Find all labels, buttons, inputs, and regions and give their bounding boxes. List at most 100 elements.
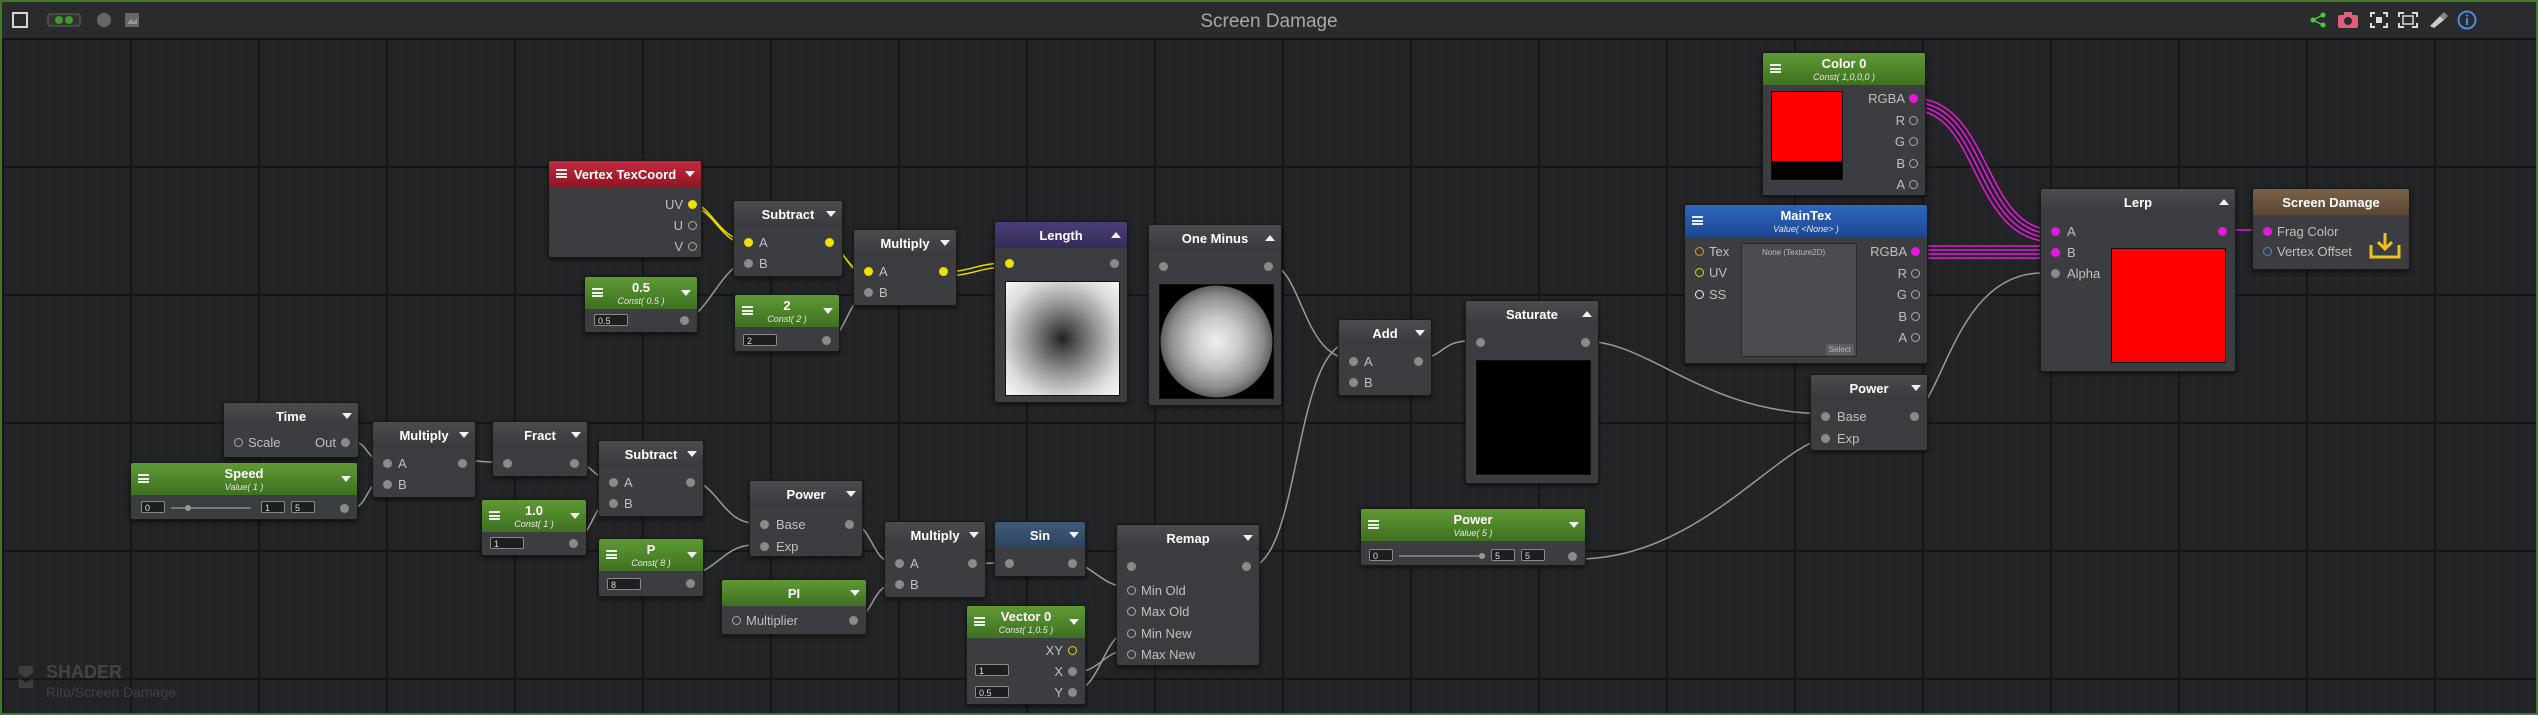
input-port-min-new[interactable] bbox=[1127, 629, 1136, 638]
input-port-a[interactable] bbox=[2051, 227, 2060, 236]
info-icon[interactable] bbox=[2456, 10, 2478, 30]
brush-icon[interactable] bbox=[2426, 10, 2450, 30]
output-port-g[interactable] bbox=[1909, 137, 1918, 146]
input-port-base[interactable] bbox=[1821, 412, 1830, 421]
input-port-scale[interactable] bbox=[234, 438, 243, 447]
output-port[interactable] bbox=[825, 238, 834, 247]
output-port-rgba[interactable] bbox=[1911, 247, 1920, 256]
output-port[interactable] bbox=[1910, 412, 1919, 421]
input-port[interactable] bbox=[1127, 562, 1136, 571]
output-port-r[interactable] bbox=[1911, 269, 1920, 278]
output-port[interactable] bbox=[1581, 338, 1590, 347]
node-header[interactable]: Saturate bbox=[1466, 301, 1598, 327]
output-port-x[interactable] bbox=[1068, 667, 1077, 676]
node-fract[interactable]: Fract bbox=[492, 421, 588, 477]
menu-icon[interactable] bbox=[1368, 520, 1379, 529]
output-port[interactable] bbox=[1568, 552, 1577, 561]
window-icon[interactable] bbox=[10, 10, 30, 30]
max-field[interactable]: 5 bbox=[291, 501, 315, 513]
chevron-down-icon[interactable] bbox=[826, 211, 836, 217]
input-port-base[interactable] bbox=[760, 520, 769, 529]
node-lerp[interactable]: Lerp A B Alpha bbox=[2040, 188, 2236, 372]
node-screen-damage-output[interactable]: Screen Damage Frag Color Vertex Offset bbox=[2252, 188, 2410, 270]
output-port-b[interactable] bbox=[1911, 312, 1920, 321]
node-sin[interactable]: Sin bbox=[994, 521, 1086, 577]
node-length[interactable]: Length bbox=[994, 221, 1128, 403]
value-field[interactable]: 8 bbox=[607, 578, 641, 590]
value-field[interactable]: 2 bbox=[743, 334, 777, 346]
input-port-exp[interactable] bbox=[1821, 434, 1830, 443]
output-port-v[interactable] bbox=[688, 242, 697, 251]
output-port[interactable] bbox=[686, 478, 695, 487]
input-port-b[interactable] bbox=[744, 259, 753, 268]
texture-slot[interactable]: None (Texture2D) Select bbox=[1741, 243, 1857, 357]
slider-handle[interactable] bbox=[185, 505, 191, 511]
menu-icon[interactable] bbox=[592, 288, 603, 297]
chevron-up-icon[interactable] bbox=[1265, 235, 1275, 241]
node-vertex-texcoord[interactable]: Vertex TexCoord UV U V bbox=[548, 160, 702, 258]
output-port[interactable] bbox=[968, 559, 977, 568]
output-port-rgba[interactable] bbox=[1909, 94, 1918, 103]
menu-icon[interactable] bbox=[1692, 216, 1703, 225]
input-port-max-old[interactable] bbox=[1127, 607, 1136, 616]
node-pi[interactable]: PI Multiplier bbox=[721, 579, 867, 635]
input-port-b[interactable] bbox=[609, 499, 618, 508]
output-port[interactable] bbox=[570, 459, 579, 468]
node-header[interactable]: Length bbox=[995, 222, 1127, 248]
node-header[interactable]: One Minus bbox=[1149, 225, 1281, 251]
chevron-down-icon[interactable] bbox=[687, 552, 697, 558]
output-port-g[interactable] bbox=[1911, 290, 1920, 299]
download-icon[interactable] bbox=[2369, 231, 2401, 259]
chevron-down-icon[interactable] bbox=[1415, 330, 1425, 336]
node-multiply-3[interactable]: Multiply A B bbox=[884, 521, 986, 598]
value-slider[interactable] bbox=[1399, 553, 1485, 559]
output-port-r[interactable] bbox=[1909, 116, 1918, 125]
x-field[interactable]: 1 bbox=[975, 664, 1009, 676]
chevron-down-icon[interactable] bbox=[459, 432, 469, 438]
chevron-down-icon[interactable] bbox=[846, 491, 856, 497]
node-header[interactable]: Sin bbox=[995, 522, 1085, 548]
node-multiply-1[interactable]: Multiply A B bbox=[853, 229, 957, 306]
chevron-down-icon[interactable] bbox=[1569, 522, 1579, 528]
node-header[interactable]: Lerp bbox=[2041, 189, 2235, 215]
output-port[interactable] bbox=[686, 579, 695, 588]
node-time[interactable]: Time Scale Out bbox=[223, 402, 359, 458]
output-port[interactable] bbox=[1264, 262, 1273, 271]
chevron-down-icon[interactable] bbox=[850, 590, 860, 596]
input-port-a[interactable] bbox=[744, 238, 753, 247]
node-subtract-1[interactable]: Subtract A B bbox=[733, 200, 843, 277]
node-header[interactable]: PI bbox=[722, 580, 866, 606]
node-subtract-2[interactable]: Subtract A B bbox=[598, 440, 704, 517]
output-port[interactable] bbox=[2218, 227, 2227, 236]
chevron-down-icon[interactable] bbox=[969, 532, 979, 538]
node-power-2[interactable]: Power Base Exp bbox=[1810, 374, 1928, 451]
node-multiply-2[interactable]: Multiply A B bbox=[372, 421, 476, 498]
min-field[interactable]: 0 bbox=[1369, 549, 1393, 561]
menu-icon[interactable] bbox=[742, 306, 753, 315]
y-field[interactable]: 0.5 bbox=[975, 686, 1009, 698]
chevron-down-icon[interactable] bbox=[685, 171, 695, 177]
input-port-a[interactable] bbox=[864, 267, 873, 276]
chevron-up-icon[interactable] bbox=[1111, 232, 1121, 238]
node-add[interactable]: Add A B bbox=[1338, 319, 1432, 396]
output-port[interactable] bbox=[1068, 559, 1077, 568]
input-port[interactable] bbox=[1005, 259, 1014, 268]
input-port-ss[interactable] bbox=[1695, 290, 1704, 299]
input-port-tex[interactable] bbox=[1695, 247, 1704, 256]
chevron-down-icon[interactable] bbox=[1911, 385, 1921, 391]
menu-icon[interactable] bbox=[606, 550, 617, 559]
record-icon[interactable] bbox=[94, 10, 114, 30]
value-field[interactable]: 1 bbox=[490, 537, 524, 549]
menu-icon[interactable] bbox=[489, 511, 500, 520]
